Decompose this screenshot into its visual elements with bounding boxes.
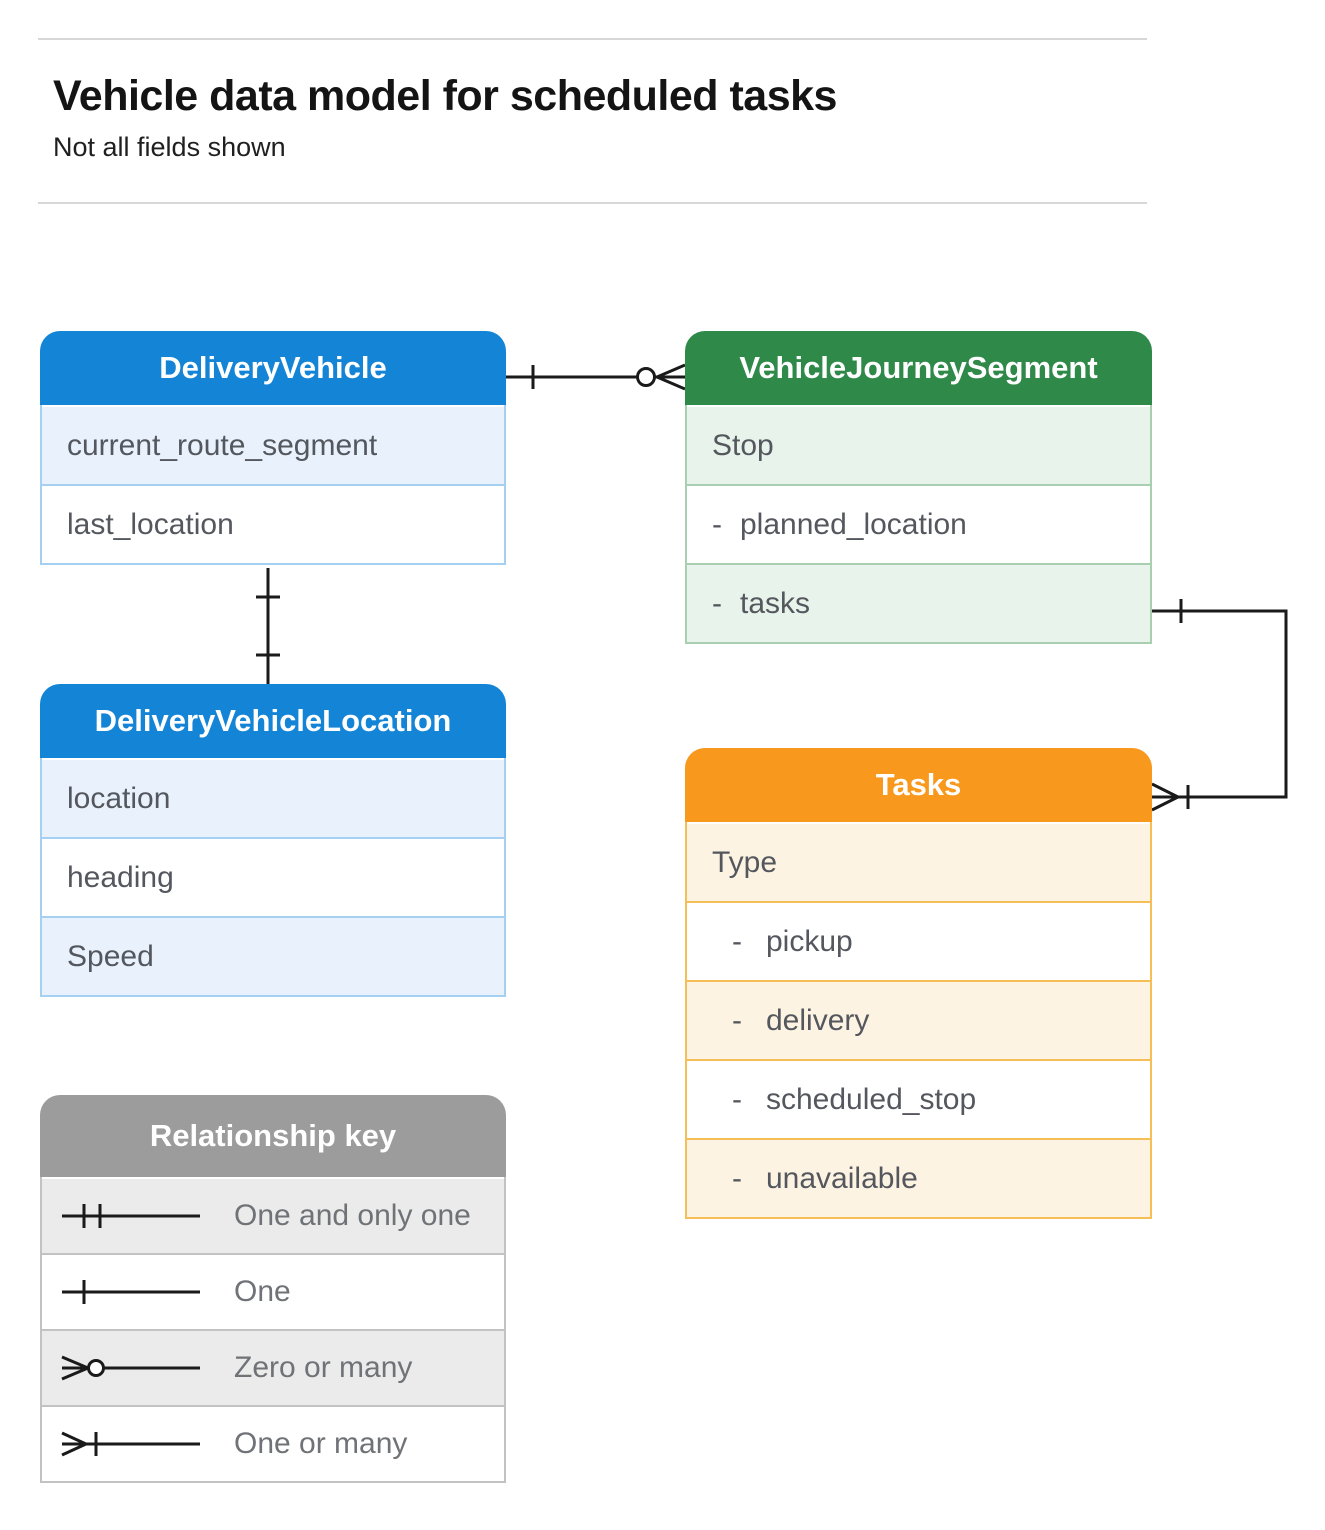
zero-or-many-symbol: [61, 1355, 200, 1381]
entity-delivery-vehicle-location: DeliveryVehicleLocation location heading…: [40, 684, 506, 997]
field-row-location: location: [42, 758, 504, 837]
entity-delivery-vehicle-fields: current_route_segment last_location: [40, 405, 506, 565]
legend-label: One or many: [234, 1427, 408, 1460]
field-dash: -: [732, 1082, 742, 1116]
entity-vehicle-journey-segment: VehicleJourneySegment Stop - planned_loc…: [685, 331, 1152, 644]
field-row-planned-location: - planned_location: [687, 484, 1150, 563]
field-row-speed: Speed: [42, 916, 504, 995]
bottom-divider: [38, 202, 1147, 204]
page-subtitle: Not all fields shown: [53, 132, 286, 162]
field-label: tasks: [740, 586, 811, 620]
one-or-many-symbol: [61, 1431, 200, 1457]
field-label: Speed: [67, 939, 154, 973]
relationship-key-rows: One and only one One Zero or many One or…: [40, 1177, 506, 1483]
field-label: Stop: [712, 428, 774, 462]
entity-delivery-vehicle-location-fields: location heading Speed: [40, 758, 506, 997]
field-label: unavailable: [766, 1161, 918, 1195]
field-label: last_location: [67, 507, 234, 541]
field-label: location: [67, 781, 171, 815]
top-divider: [38, 38, 1147, 40]
connector-deliveryvehicle-deliveryvehiclelocation: [256, 568, 280, 684]
field-label: pickup: [766, 924, 853, 958]
legend-label: One and only one: [234, 1199, 471, 1232]
connector-deliveryvehicle-vehiclejourneysegment: [506, 363, 686, 391]
legend-row-one-or-many: One or many: [42, 1405, 504, 1481]
field-row-delivery: - delivery: [687, 980, 1150, 1059]
one-symbol: [62, 1280, 200, 1304]
field-row-tasks: - tasks: [687, 563, 1150, 642]
entity-delivery-vehicle-location-title: DeliveryVehicleLocation: [40, 684, 506, 758]
field-label: scheduled_stop: [766, 1082, 977, 1116]
legend-row-one: One: [42, 1253, 504, 1329]
field-label: delivery: [766, 1003, 870, 1037]
entity-vehicle-journey-segment-title: VehicleJourneySegment: [685, 331, 1152, 405]
field-row-stop: Stop: [687, 405, 1150, 484]
relationship-key: Relationship key One and only one One Ze…: [40, 1095, 506, 1483]
field-row-type: Type: [687, 822, 1150, 901]
page-title: Vehicle data model for scheduled tasks: [53, 72, 837, 120]
legend-label: Zero or many: [234, 1351, 413, 1384]
connector-tasks-vehiclejourneysegment: [1151, 599, 1288, 812]
entity-tasks-title: Tasks: [685, 748, 1152, 822]
field-row-heading: heading: [42, 837, 504, 916]
field-row-last-location: last_location: [42, 484, 504, 563]
legend-row-one-and-only-one: One and only one: [42, 1177, 504, 1253]
legend-row-zero-or-many: Zero or many: [42, 1329, 504, 1405]
one-and-only-one-symbol: [62, 1204, 200, 1228]
entity-vehicle-journey-segment-fields: Stop - planned_location - tasks: [685, 405, 1152, 644]
field-label: Type: [712, 845, 778, 879]
field-row-current-route-segment: current_route_segment: [42, 405, 504, 484]
field-row-scheduled-stop: - scheduled_stop: [687, 1059, 1150, 1138]
field-row-pickup: - pickup: [687, 901, 1150, 980]
field-row-unavailable: - unavailable: [687, 1138, 1150, 1217]
field-label: heading: [67, 860, 174, 894]
legend-label: One: [234, 1275, 291, 1308]
field-label: planned_location: [740, 507, 967, 541]
field-dash: -: [732, 1003, 742, 1037]
field-dash: -: [732, 1161, 742, 1195]
field-label: current_route_segment: [67, 428, 378, 462]
entity-delivery-vehicle: DeliveryVehicle current_route_segment la…: [40, 331, 506, 565]
relationship-key-title: Relationship key: [40, 1095, 506, 1177]
field-dash: -: [712, 586, 722, 620]
entity-tasks: Tasks Type - pickup - delivery - schedul…: [685, 748, 1152, 1219]
field-dash: -: [712, 507, 722, 541]
entity-tasks-fields: Type - pickup - delivery - scheduled_sto…: [685, 822, 1152, 1219]
entity-delivery-vehicle-title: DeliveryVehicle: [40, 331, 506, 405]
field-dash: -: [732, 924, 742, 958]
